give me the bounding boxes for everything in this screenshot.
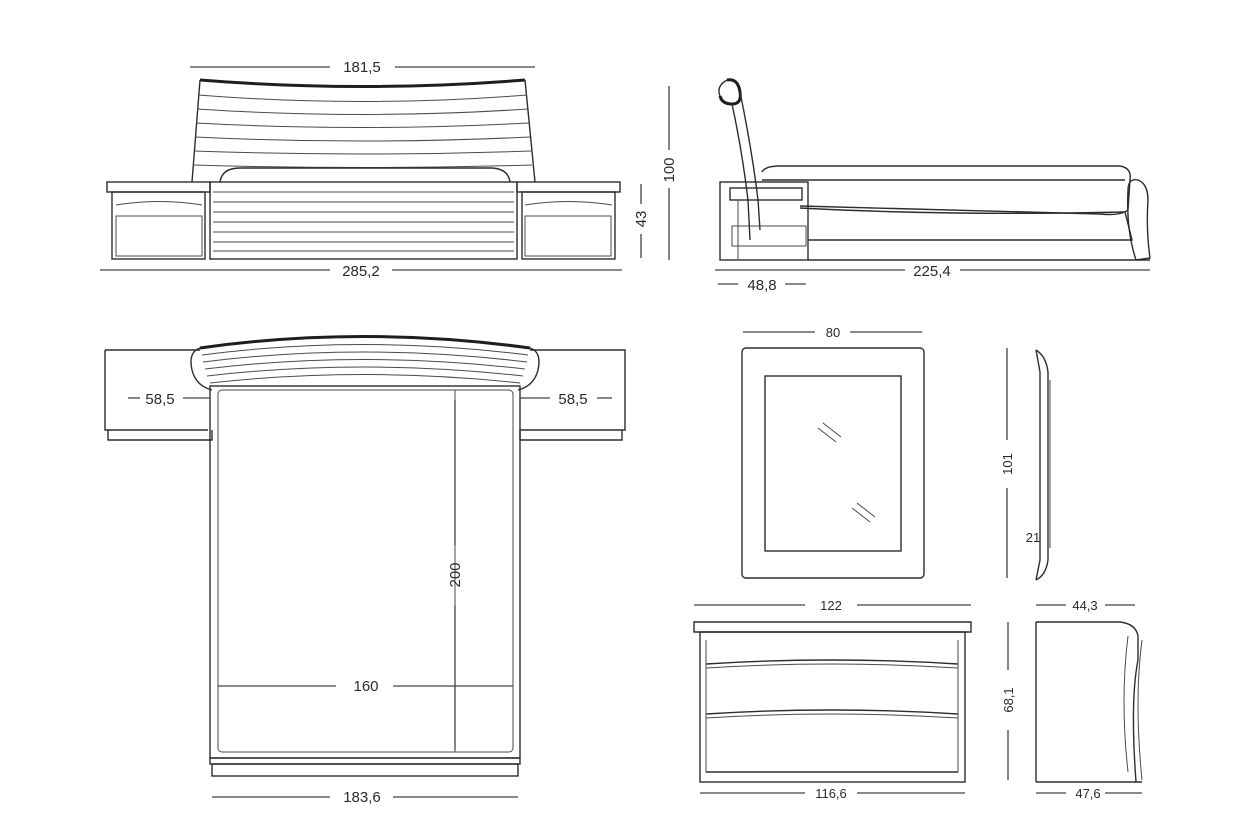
- dim-dresser-height: 68,1: [1001, 687, 1016, 712]
- mirror-side-view: [1035, 349, 1051, 581]
- dim-nightstand-width-right: 58,5: [558, 391, 587, 408]
- mirror-front-view: [741, 347, 925, 579]
- dim-front-total-width: 285,2: [342, 263, 380, 280]
- dresser-front-view: [693, 621, 972, 783]
- dim-mattress-length: 200: [447, 562, 464, 587]
- dim-headboard-width: 181,5: [343, 59, 381, 76]
- dim-dresser-depth-top: 44,3: [1072, 598, 1097, 613]
- dim-headboard-height: 100: [661, 157, 678, 182]
- bed-side-view: [718, 78, 1151, 261]
- dim-mirror-depth: 21: [1026, 530, 1040, 545]
- dim-nightstand-width-left: 58,5: [145, 391, 174, 408]
- dim-dresser-top-width: 122: [820, 598, 842, 613]
- dim-mirror-width: 80: [826, 325, 840, 340]
- bed-front-view: [106, 78, 621, 260]
- dim-dresser-depth-base: 47,6: [1075, 786, 1100, 801]
- dim-mirror-height: 101: [1000, 453, 1015, 475]
- dim-nightstand-depth: 48,8: [747, 277, 776, 294]
- dim-bed-width-total: 183,6: [343, 789, 381, 806]
- dim-bed-length: 225,4: [913, 263, 951, 280]
- dresser-side-view: [1035, 621, 1143, 783]
- dim-nightstand-height: 43: [633, 211, 650, 228]
- dim-mattress-width: 160: [353, 678, 378, 695]
- dim-dresser-base-width: 116,6: [815, 786, 847, 801]
- bed-top-view: [104, 335, 626, 777]
